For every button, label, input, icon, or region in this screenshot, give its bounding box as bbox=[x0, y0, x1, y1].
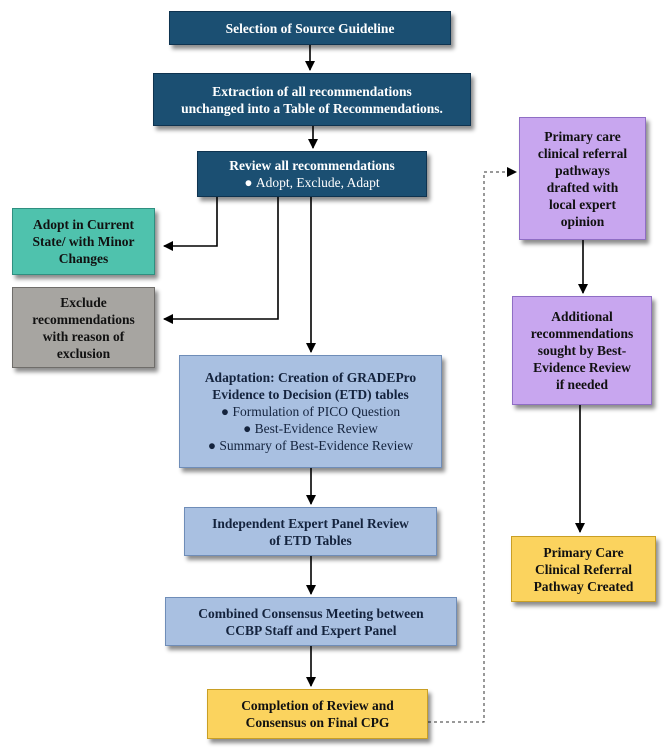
exclude-line-2: recommendations bbox=[32, 311, 135, 327]
additional-line-4: Evidence Review bbox=[533, 360, 631, 375]
pathway-created-line-2: Clinical Referral bbox=[534, 561, 633, 577]
expert-panel-line-2: of ETD Tables bbox=[269, 532, 352, 548]
primary-care-line-3: pathways bbox=[555, 162, 610, 178]
completion-line-1: Completion of Review and bbox=[241, 698, 394, 713]
dashed-arrow-completion-to-primary bbox=[428, 167, 517, 723]
adopt-line-2: State/ with Minor bbox=[32, 234, 135, 249]
arrow-review-to-exclude bbox=[163, 197, 279, 324]
primary-care-line-4: drafted with bbox=[546, 179, 619, 195]
exclude-line-3: with reason of bbox=[42, 328, 125, 344]
additional-recommendations-box: Additional recommendations sought by Bes… bbox=[512, 296, 652, 405]
primary-care-line-5: local expert bbox=[548, 196, 617, 212]
review-bullet: Adopt, Exclude, Adapt bbox=[244, 174, 380, 191]
expert-panel-box: Independent Expert Panel Review of ETD T… bbox=[184, 507, 437, 556]
review-box: Review all recommendations Adopt, Exclud… bbox=[197, 151, 427, 197]
review-title: Review all recommendations bbox=[229, 158, 395, 173]
source-guideline-box: Selection of Source Guideline bbox=[169, 11, 451, 45]
exclude-line-1: Exclude bbox=[60, 294, 107, 310]
additional-line-5: if needed bbox=[555, 377, 609, 392]
consensus-meeting-line-2: CCBP Staff and Expert Panel bbox=[225, 622, 397, 638]
arrow-review-to-adopt bbox=[163, 197, 218, 251]
additional-line-3: sought by Best- bbox=[537, 343, 627, 358]
expert-panel-line-1: Independent Expert Panel Review bbox=[212, 515, 409, 531]
extraction-line-1: Extraction of all recommendations bbox=[212, 83, 412, 99]
adaptation-bullet-summary: Summary of Best-Evidence Review bbox=[208, 437, 413, 454]
adaptation-box: Adaptation: Creation of GRADEPro Evidenc… bbox=[179, 355, 442, 468]
consensus-meeting-box: Combined Consensus Meeting between CCBP … bbox=[165, 597, 457, 646]
primary-care-line-2: clinical referral bbox=[537, 145, 628, 161]
extraction-line-2: unchanged into a Table of Recommendation… bbox=[181, 100, 443, 116]
primary-care-pathways-box: Primary care clinical referral pathways … bbox=[519, 117, 646, 240]
adaptation-line-2: Evidence to Decision (ETD) tables bbox=[212, 387, 409, 402]
primary-care-line-6: opinion bbox=[560, 213, 605, 229]
consensus-meeting-line-1: Combined Consensus Meeting between bbox=[198, 605, 424, 621]
extraction-box: Extraction of all recommendations unchan… bbox=[153, 73, 471, 126]
additional-line-2: recommendations bbox=[530, 326, 634, 341]
additional-line-1: Additional bbox=[551, 309, 613, 324]
pathway-created-line-1: Primary Care bbox=[543, 544, 624, 560]
completion-line-2: Consensus on Final CPG bbox=[245, 715, 390, 730]
pathway-created-line-3: Pathway Created bbox=[533, 578, 634, 594]
adaptation-line-1: Adaptation: Creation of GRADEPro bbox=[204, 370, 417, 385]
primary-care-line-1: Primary care bbox=[544, 128, 621, 144]
adaptation-bullet-pico: Formulation of PICO Question bbox=[221, 403, 400, 420]
adopt-line-3: Changes bbox=[58, 251, 109, 266]
adaptation-bullet-review: Best-Evidence Review bbox=[243, 420, 378, 437]
completion-box: Completion of Review and Consensus on Fi… bbox=[207, 689, 428, 739]
exclude-box: Exclude recommendations with reason of e… bbox=[12, 287, 155, 368]
adopt-line-1: Adopt in Current bbox=[32, 217, 134, 232]
source-guideline-label: Selection of Source Guideline bbox=[225, 20, 395, 36]
exclude-line-4: exclusion bbox=[56, 345, 111, 361]
pathway-created-box: Primary Care Clinical Referral Pathway C… bbox=[511, 536, 656, 602]
adopt-box: Adopt in Current State/ with Minor Chang… bbox=[12, 208, 155, 275]
